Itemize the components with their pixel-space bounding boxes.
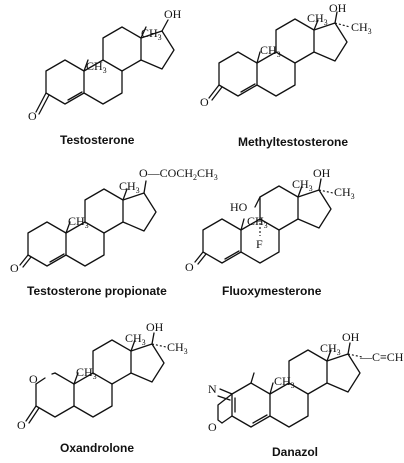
methyl-label: CH3	[125, 331, 146, 347]
methyl-label: CH3	[292, 177, 313, 193]
ethynyl-label: —C≡CH	[359, 350, 404, 364]
methyl-label: CH3	[119, 179, 140, 195]
molecule-name: Fluoxymesterone	[222, 284, 322, 298]
molecule-testosterone: O CH3 CH3 OH Testosterone	[28, 7, 182, 147]
alpha-methyl-dash	[334, 22, 351, 28]
oxygen-label: O	[29, 372, 38, 386]
hydroxyl-label: OH	[329, 1, 347, 15]
methyl-label: CH3	[76, 365, 97, 381]
methyl-label: CH3	[68, 214, 89, 230]
molecule-name: Testosterone propionate	[27, 284, 167, 298]
methyl-label: CH3	[86, 59, 107, 75]
methyl-label: CH3	[307, 11, 328, 27]
molecule-fluoxymesterone: O HO CH3 F CH3 OH CH3 Fluoxymesterone	[185, 166, 355, 298]
oxygen-label: O	[10, 261, 19, 275]
ring-bonds	[35, 19, 175, 115]
oxygen-label: O	[28, 109, 37, 123]
hydroxyl-label: OH	[146, 320, 164, 334]
hydroxyl-label: HO	[230, 200, 248, 214]
molecule-oxandrolone: O O CH3 CH3 OH CH3 Oxandrolone	[17, 320, 188, 455]
methyl-label: CH3	[167, 340, 188, 356]
ring-bonds	[25, 332, 165, 424]
molecule-name: Methyltestosterone	[238, 135, 348, 149]
ring-bonds	[19, 180, 157, 268]
methyl-label: CH3	[247, 214, 268, 230]
molecule-name: Danazol	[272, 445, 318, 459]
ring-bonds	[217, 342, 361, 428]
molecule-methyltestosterone: O CH3 CH3 OH CH3 Methyltestosterone	[200, 1, 372, 149]
oxygen-label: O	[17, 418, 26, 432]
molecule-danazol: N O CH3 CH3 OH —C≡CH Danazol	[208, 330, 404, 459]
methyl-label: CH3	[274, 374, 295, 390]
methyl-label: CH3	[141, 26, 162, 42]
hydroxyl-label: OH	[342, 330, 360, 344]
methyl-label: CH3	[320, 341, 341, 357]
propionate-ester-label: O—COCH2CH3	[139, 166, 218, 182]
hydroxyl-label: OH	[313, 166, 331, 180]
ring-bonds	[208, 11, 348, 101]
molecule-name: Oxandrolone	[60, 441, 134, 455]
fluorine-label: F	[256, 237, 263, 251]
methyl-label: CH3	[334, 185, 355, 201]
oxygen-label: O	[200, 95, 209, 109]
methyl-label: CH3	[351, 20, 372, 36]
molecule-name: Testosterone	[60, 133, 135, 147]
oxygen-label: O	[208, 420, 217, 434]
methyl-label: CH3	[260, 43, 281, 59]
oxygen-label: O	[185, 260, 194, 274]
ring-bonds	[194, 178, 332, 265]
nitrogen-label: N	[208, 382, 217, 396]
molecule-testosterone-propionate: O CH3 CH3 O—COCH2CH3 Testosterone propio…	[10, 166, 218, 298]
hydroxyl-label: OH	[164, 7, 182, 21]
